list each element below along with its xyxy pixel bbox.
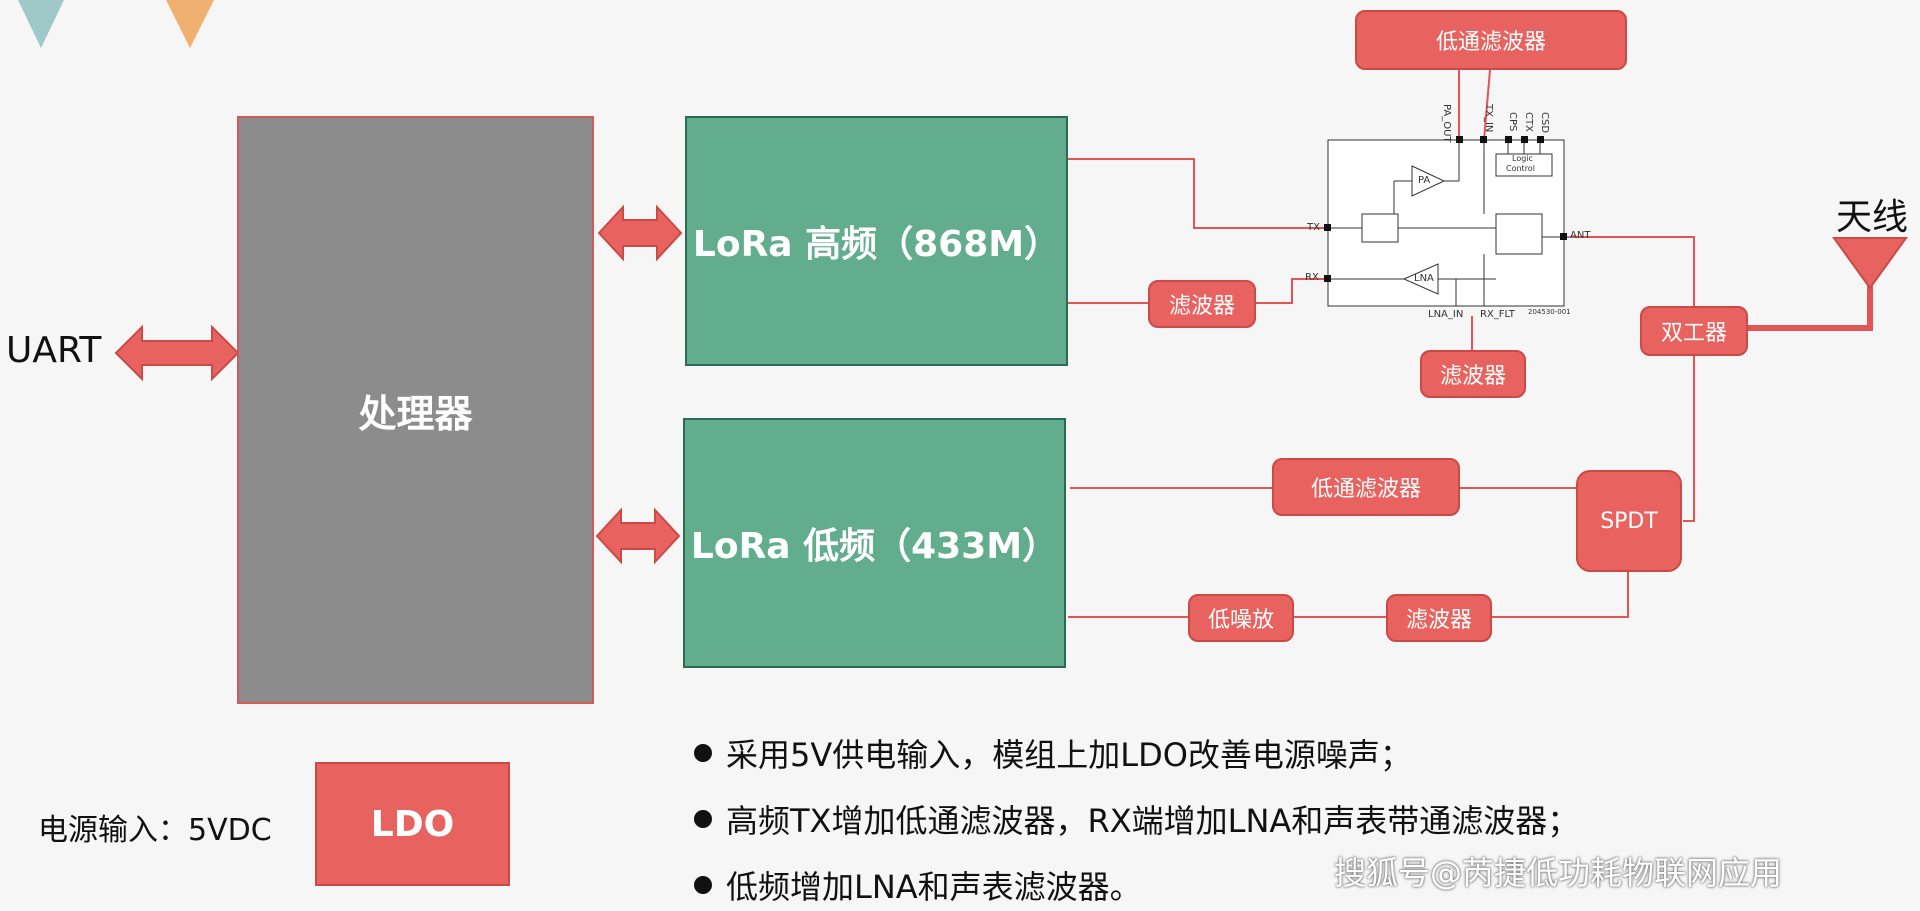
signal-wires <box>1068 69 1873 618</box>
chip-logic-label: Logic <box>1512 154 1533 163</box>
filter-low-box: 滤波器 <box>1386 594 1492 642</box>
wire-high-tx <box>1068 158 1328 229</box>
lpf-top-box: 低通滤波器 <box>1355 10 1627 70</box>
filter-mid-box: 滤波器 <box>1148 280 1256 328</box>
lpf-low-box: 低通滤波器 <box>1272 458 1460 516</box>
wire-ant-duplexer <box>1572 236 1695 306</box>
duplexer-box: 双工器 <box>1640 306 1748 356</box>
chip-pa-label: PA <box>1418 175 1431 186</box>
chip-part-number: 204530-001 <box>1528 308 1571 316</box>
lna-low-box: 低噪放 <box>1188 594 1294 642</box>
lora-low-block: LoRa 低频（433M） <box>683 418 1066 668</box>
chip-pin-tx: TX <box>1307 222 1320 233</box>
lna-low-label: 低噪放 <box>1207 608 1274 633</box>
chip-pin-pa-out: PA_OUT <box>1441 104 1452 143</box>
wire-duplexer-spdt <box>1683 356 1695 522</box>
bullet-dot-icon <box>694 810 712 828</box>
bullet-dot-icon <box>694 744 712 762</box>
note-text: 低频增加LNA和声表滤波器。 <box>726 868 1142 906</box>
wire-duplexer-antenna <box>1748 284 1873 331</box>
processor-block: 处理器 <box>237 116 594 704</box>
lpf-low-label: 低通滤波器 <box>1310 477 1421 502</box>
chip-pin-ctx: CTX <box>1523 112 1534 132</box>
duplexer-label: 双工器 <box>1660 321 1727 346</box>
chip-pin-ant: ANT <box>1570 230 1591 241</box>
wire-spdt-filter <box>1492 572 1629 618</box>
note-text: 采用5V供电输入，模组上加LDO改善电源噪声； <box>726 736 1412 774</box>
chip-pin-cps: CPS <box>1507 112 1518 132</box>
lora-high-label: LoRa 高频（868M） <box>692 224 1061 265</box>
spdt-label: SPDT <box>1600 508 1658 534</box>
high-double-arrow <box>597 204 683 262</box>
uart-label: UART <box>6 330 102 371</box>
note-item: 低频增加LNA和声表滤波器。 <box>694 860 1579 910</box>
corner-triangle-teal <box>18 0 64 48</box>
chip-pin-tx-in: TX_IN <box>1483 104 1494 133</box>
chip-pin-rx: RX <box>1305 272 1319 283</box>
spdt-box: SPDT <box>1576 470 1682 572</box>
chip-pin-rx-flt: RX_FLT <box>1480 309 1515 320</box>
ldo-label: LDO <box>370 803 455 845</box>
wire-lpf-tx-in <box>1483 69 1491 141</box>
chip-lna-label: LNA <box>1414 273 1434 284</box>
lora-high-block: LoRa 高频（868M） <box>685 116 1068 366</box>
bullet-dot-icon <box>694 876 712 894</box>
processor-label: 处理器 <box>358 391 473 436</box>
chip-control-label: Control <box>1506 164 1535 173</box>
lora-low-label: LoRa 低频（433M） <box>690 526 1059 567</box>
corner-triangle-orange <box>166 0 214 48</box>
ldo-block: LDO <box>315 762 510 886</box>
power-input-label: 电源输入：5VDC <box>38 813 272 848</box>
watermark-text: 搜狐号@芮捷低功耗物联网应用 <box>1334 854 1783 892</box>
notes-list: 采用5V供电输入，模组上加LDO改善电源噪声； 高频TX增加低通滤波器，RX端增… <box>694 728 1579 910</box>
note-item: 采用5V供电输入，模组上加LDO改善电源噪声； <box>694 728 1579 778</box>
note-text: 高频TX增加低通滤波器，RX端增加LNA和声表带通滤波器； <box>726 802 1580 840</box>
chip-internals <box>1327 139 1572 307</box>
chip-pin-dots <box>1324 136 1567 282</box>
antenna-icon <box>1832 237 1908 290</box>
filter-rx-box: 滤波器 <box>1420 350 1526 398</box>
filter-rx-label: 滤波器 <box>1439 364 1506 389</box>
note-item: 高频TX增加低通滤波器，RX端增加LNA和声表带通滤波器； <box>694 794 1579 844</box>
low-double-arrow <box>595 507 681 565</box>
filter-mid-label: 滤波器 <box>1168 294 1235 319</box>
wire-high-rx-b <box>1256 278 1328 304</box>
filter-low-label: 滤波器 <box>1405 608 1472 633</box>
chip-pin-lna-in: LNA_IN <box>1428 309 1464 320</box>
uart-double-arrow <box>114 324 240 382</box>
antenna-label: 天线 <box>1836 197 1909 238</box>
chip-pin-csd: CSD <box>1539 112 1550 134</box>
lpf-top-label: 低通滤波器 <box>1435 30 1546 55</box>
